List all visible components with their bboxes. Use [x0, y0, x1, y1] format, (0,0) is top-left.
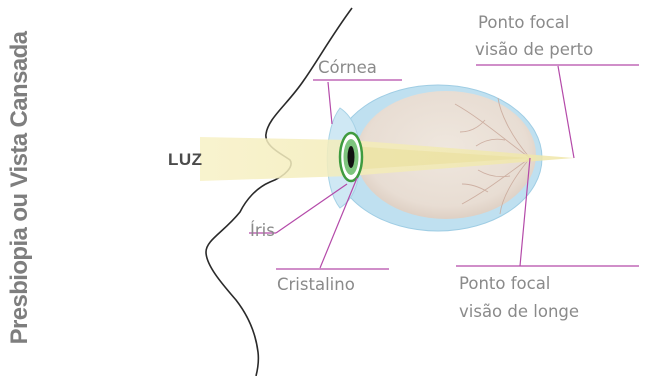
iris-label: Íris: [250, 221, 275, 241]
far-focus-label-line1: Ponto focal: [459, 274, 550, 294]
pupil: [348, 146, 355, 168]
light-label: LUZ: [168, 150, 203, 170]
cornea-label: Córnea: [318, 58, 377, 78]
near-focus-label-line1: Ponto focal: [478, 13, 569, 33]
far-focus-label-line2: visão de longe: [459, 302, 579, 322]
diagram-title: Presbiopia ou Vista Cansada: [6, 32, 34, 345]
cristalino-label: Cristalino: [277, 275, 355, 295]
near-focus-label-line2: visão de perto: [475, 40, 593, 60]
